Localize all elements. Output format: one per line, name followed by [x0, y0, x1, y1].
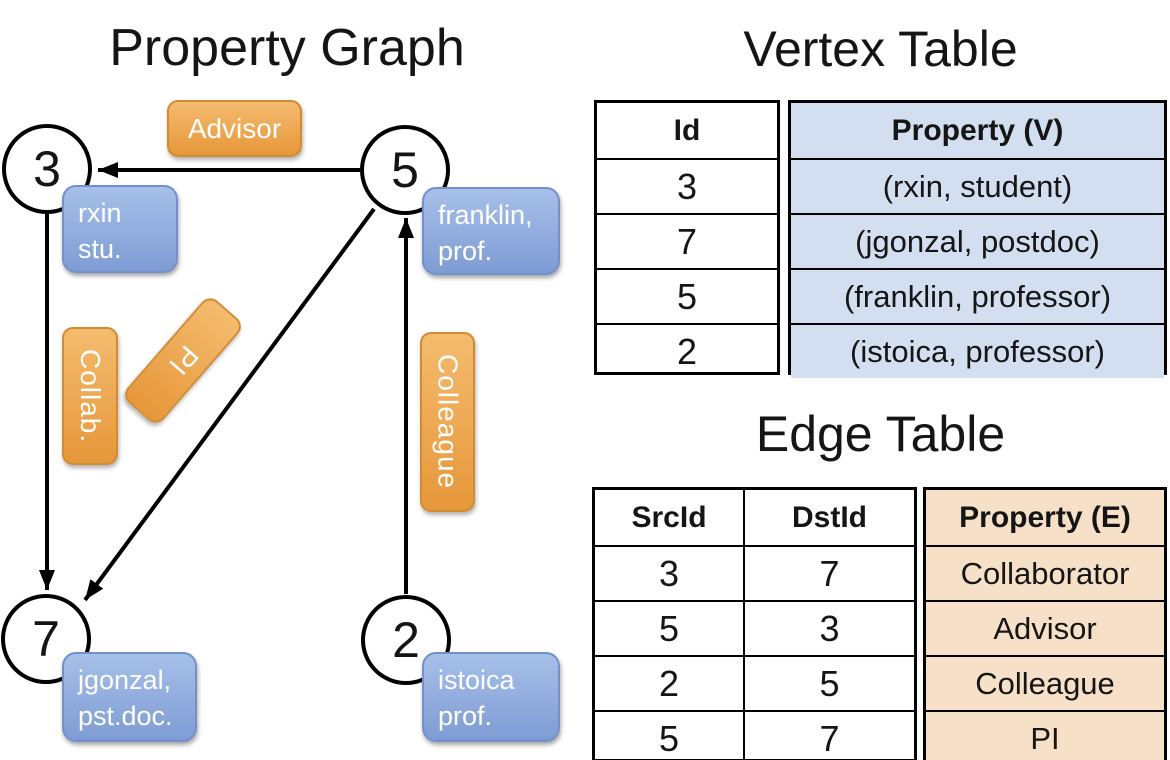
edge-label-advisor: Advisor	[167, 100, 302, 157]
vertex-table-title: Vertex Table	[743, 21, 1018, 77]
edge-dstid-header: DstId	[743, 490, 914, 545]
vertex-property-header: Property (V)	[791, 103, 1164, 158]
edge-srcid-cell: 5	[595, 600, 743, 655]
edge-srcid-cell: 5	[595, 710, 743, 760]
graph-edges	[39, 162, 414, 602]
edge-property-cell: Advisor	[926, 600, 1164, 655]
edge-dstid-cell: 3	[743, 600, 914, 655]
edge-label-colleague: Colleague	[420, 332, 475, 512]
vertex-label-istoica: istoica prof.	[422, 652, 560, 742]
edge-srcid-cell: 3	[595, 545, 743, 600]
vertex-table-property-column: Property (V) (rxin, student) (jgonzal, p…	[788, 100, 1167, 378]
vertex-label-franklin: franklin, prof.	[422, 187, 560, 275]
edge-srcid-cell: 2	[595, 655, 743, 710]
edge-srcid-header: SrcId	[631, 500, 707, 534]
edge-dstid-cell: 5	[743, 655, 914, 710]
edge-dstid-cell: 7	[743, 710, 914, 760]
vertex-node-2: 2	[361, 595, 451, 685]
vertex-id-header: Id	[673, 113, 701, 147]
vertex-label-line2: prof.	[438, 701, 493, 732]
vertex-id-cell: 2	[597, 323, 777, 378]
vertex-label-line1: jgonzal,	[78, 665, 172, 695]
vertex-table-id-column: Id 3 7 5 2	[594, 100, 780, 375]
edge-table-property-column: Property (E) Collaborator Advisor Collea…	[923, 487, 1167, 760]
vertex-property-cell: (jgonzal, postdoc)	[791, 213, 1164, 268]
vertex-label-line1: rxin	[78, 198, 122, 228]
vertex-label-line2: stu.	[78, 234, 122, 265]
edge-property-cell: Collaborator	[926, 545, 1164, 600]
vertex-label-line1: franklin,	[438, 200, 533, 230]
property-graph-title: Property Graph	[109, 19, 465, 77]
edge-5-to-7	[83, 207, 376, 602]
vertex-id-cell: 3	[597, 158, 777, 213]
vertex-property-cell: (franklin, professor)	[791, 268, 1164, 323]
edge-property-cell: PI	[926, 710, 1164, 760]
vertex-node-5: 5	[360, 125, 450, 215]
vertex-property-cell: (istoica, professor)	[791, 323, 1164, 378]
vertex-id-cell: 7	[597, 213, 777, 268]
vertex-label-jgonzal: jgonzal, pst.doc.	[62, 652, 197, 742]
vertex-label-line2: pst.doc.	[78, 701, 173, 732]
edge-property-cell: Colleague	[926, 655, 1164, 710]
vertex-label-line1: istoica	[438, 665, 515, 695]
edge-table-id-columns: SrcId DstId 3 7 5 3 2 5 5 7	[592, 487, 917, 760]
edge-label-collab: Collab.	[62, 327, 118, 465]
edge-property-header: Property (E)	[926, 490, 1164, 545]
edge-dstid-cell: 7	[743, 545, 914, 600]
edge-table-title: Edge Table	[755, 406, 1006, 462]
vertex-label-line2: prof.	[438, 236, 493, 267]
vertex-id-cell: 5	[597, 268, 777, 323]
vertex-label-rxin: rxin stu.	[62, 185, 178, 273]
vertex-property-cell: (rxin, student)	[791, 158, 1164, 213]
